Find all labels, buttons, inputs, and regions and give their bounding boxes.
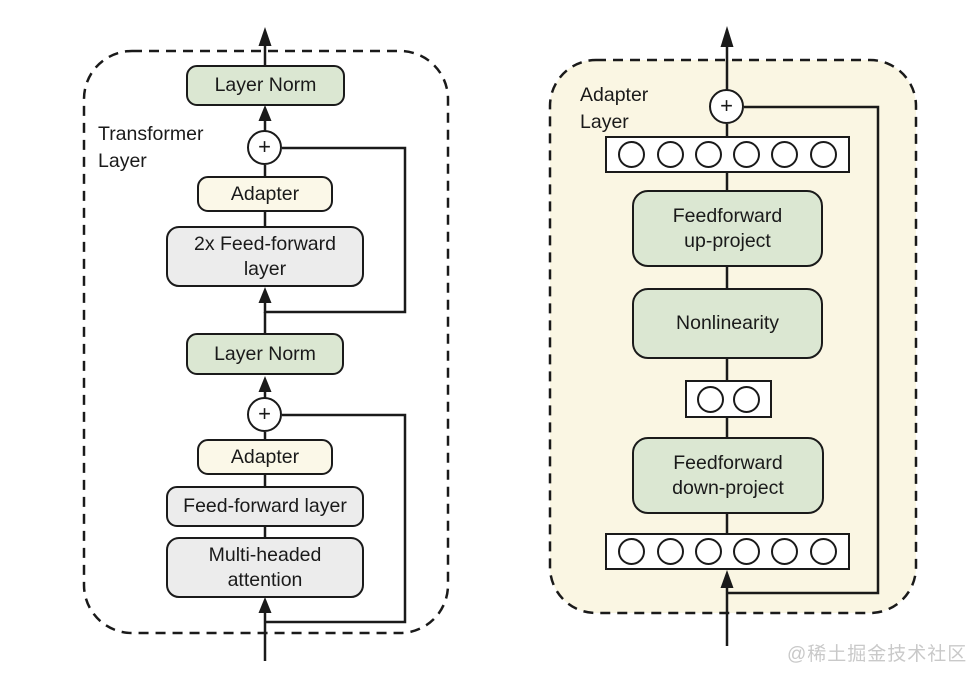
unit-circle [771, 141, 799, 168]
unit-circle [733, 385, 761, 413]
unit-circle [694, 538, 722, 565]
unit-circle [733, 141, 761, 168]
layer-norm-bottom-box: Layer Norm [186, 333, 344, 375]
transformer-layer-label: Transformer Layer [98, 123, 204, 173]
unit-circle [694, 141, 722, 168]
unit-circle [733, 538, 761, 565]
transformer-connectors [258, 27, 407, 661]
adapter-box-lower: Adapter [197, 439, 333, 475]
layer-norm-top-box: Layer Norm [186, 65, 345, 106]
adapter-layer-label: Adapter Layer [580, 84, 649, 134]
adapter-connectors [720, 26, 880, 646]
unit-circle [656, 141, 684, 168]
feedforward-2x-box: 2x Feed-forward layer [166, 226, 364, 287]
vector-units-middle [685, 380, 772, 418]
unit-circle [656, 538, 684, 565]
multi-headed-attention-box: Multi-headed attention [166, 537, 364, 598]
feedforward-down-project-box: Feedforward down-project [632, 437, 824, 514]
vector-units-top [605, 136, 850, 173]
add-circle-upper: + [247, 130, 282, 165]
unit-circle [696, 385, 724, 413]
adapter-box-upper: Adapter [197, 176, 333, 212]
skip-connection-lower [266, 413, 407, 624]
feedforward-up-project-box: Feedforward up-project [632, 190, 823, 267]
unit-circle [771, 538, 799, 565]
vector-units-bottom [605, 533, 850, 570]
nonlinearity-box: Nonlinearity [632, 288, 823, 359]
unit-circle [618, 538, 646, 565]
adapter-skip-connection [728, 105, 880, 595]
unit-circle [809, 141, 837, 168]
unit-circle [809, 538, 837, 565]
feedforward-layer-box: Feed-forward layer [166, 486, 364, 527]
adapter-add-circle: + [709, 89, 744, 124]
watermark-text: @稀土掘金技术社区 [787, 644, 968, 665]
unit-circle [618, 141, 646, 168]
skip-connection-upper [266, 146, 407, 314]
add-circle-lower: + [247, 397, 282, 432]
